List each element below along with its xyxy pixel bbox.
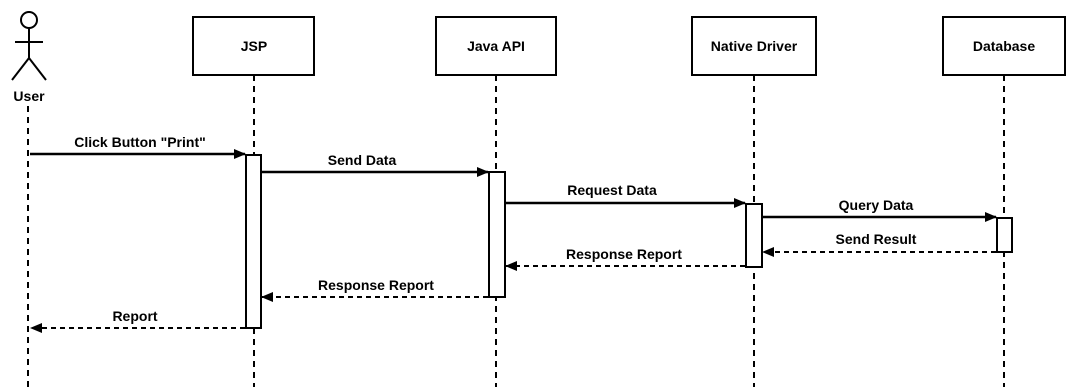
participant-jsp: JSP [192, 16, 315, 76]
participant-native-driver: Native Driver [691, 16, 817, 76]
message-request-data: Request Data [506, 182, 746, 208]
actor-label: User [13, 88, 45, 104]
message-query-data: Query Data [763, 197, 997, 222]
user-actor: User [11, 11, 47, 104]
message-response-report-api: Response Report [261, 277, 488, 302]
message-label: Send Data [328, 152, 397, 168]
message-label: Click Button "Print" [74, 134, 206, 150]
activation-native [745, 203, 763, 268]
participant-java-api: Java API [435, 16, 557, 76]
participant-label: JSP [241, 38, 267, 54]
activation-jsp [245, 154, 262, 329]
message-label: Response Report [566, 246, 682, 262]
message-label: Send Result [836, 231, 917, 247]
message-label: Report [112, 308, 157, 324]
activation-db [996, 217, 1013, 253]
message-label: Request Data [567, 182, 657, 198]
user-actor-icon [11, 11, 47, 81]
message-response-report-native: Response Report [505, 246, 745, 271]
message-report: Report [30, 308, 245, 333]
participant-label: Native Driver [711, 38, 798, 54]
message-click-print: Click Button "Print" [30, 134, 246, 159]
activation-javaapi [488, 171, 506, 298]
message-label: Response Report [318, 277, 434, 293]
message-send-result: Send Result [762, 231, 996, 257]
message-send-data: Send Data [262, 152, 489, 177]
participant-label: Java API [467, 38, 525, 54]
activations [245, 154, 1013, 329]
participant-database: Database [942, 16, 1066, 76]
message-label: Query Data [839, 197, 914, 213]
participant-label: Database [973, 38, 1035, 54]
